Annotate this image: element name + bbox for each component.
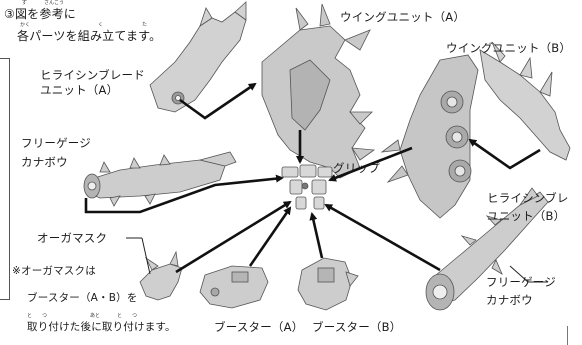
- leader-lines: [126, 237, 548, 283]
- note-furigana-tsu-2: つ: [132, 313, 138, 319]
- note-line-2: ブースター（A・B）を: [27, 292, 138, 304]
- note-line-1: ※オーガマスクは: [12, 265, 96, 277]
- arrow-blade-a: [179, 82, 257, 120]
- label-kanabou-right-line1: フリーゲージ: [486, 275, 556, 289]
- note-furigana-tsu-1: つ: [42, 313, 48, 319]
- label-booster-a: ブースター（A）: [214, 320, 304, 334]
- arrow-wing-b: [328, 146, 413, 182]
- instruction-line-2: 各パーツを組み立てます。: [17, 29, 162, 43]
- label-wing-unit-b: ウイングユニット（B）: [446, 41, 572, 55]
- blade-unit-b-part: [479, 41, 571, 161]
- note-furigana-to-1: と: [27, 313, 33, 319]
- arrow-ogre-mask: [175, 200, 292, 274]
- arrow-booster-b: [309, 212, 324, 259]
- right-edge-frame: [567, 326, 582, 345]
- label-grip: グリップ: [333, 161, 380, 175]
- booster-a-part: [199, 265, 269, 309]
- arrow-kanabou-right: [324, 203, 441, 272]
- arrow-blade-b: [468, 138, 541, 170]
- arrow-kanabou-left: [84, 174, 284, 214]
- note-furigana-to-2: と: [117, 313, 123, 319]
- wing-unit-b-part: [380, 54, 479, 219]
- label-kanabou-right-line2: カナボウ: [486, 293, 533, 307]
- label-ogre-mask: オーガマスク: [37, 231, 108, 245]
- label-kanabou-left-line1: フリーゲージ: [21, 136, 91, 150]
- label-blade-b-line2: ユニット（B）: [487, 209, 566, 223]
- ogre-mask-part: [139, 250, 183, 301]
- instruction-line-1: ③図を参考に: [4, 7, 76, 21]
- label-blade-a-line2: ユニット（A）: [40, 83, 119, 97]
- assembly-arrows: [84, 82, 541, 274]
- grip-part: [281, 164, 333, 210]
- label-booster-b: ブースター（B）: [312, 320, 402, 334]
- furigana-ta: た: [142, 22, 148, 28]
- arrow-booster-a: [248, 206, 292, 267]
- label-blade-a-line1: ヒライシンブレード: [40, 68, 145, 82]
- furigana-sankou: さんこう: [44, 0, 65, 6]
- furigana-zu: ず: [22, 0, 28, 6]
- label-wing-unit-a: ウイングユニット（A）: [340, 10, 466, 24]
- label-blade-b-line1: ヒライシンブレ: [487, 191, 569, 205]
- furigana-kaku: かく: [20, 22, 31, 28]
- booster-b-part: [297, 257, 359, 311]
- wing-unit-a-part: [261, 3, 376, 179]
- left-bracket-frame: [0, 58, 10, 300]
- kanabou-right-part: [425, 187, 549, 311]
- label-kanabou-left-line2: カナボウ: [21, 155, 68, 169]
- note-line-3: 取り付けた後に取り付けます。: [27, 321, 176, 333]
- blade-unit-a-part: [149, 1, 247, 113]
- kanabou-left-part: [83, 151, 237, 207]
- note-furigana-ato: あと: [90, 313, 101, 319]
- furigana-ku: く: [98, 22, 104, 28]
